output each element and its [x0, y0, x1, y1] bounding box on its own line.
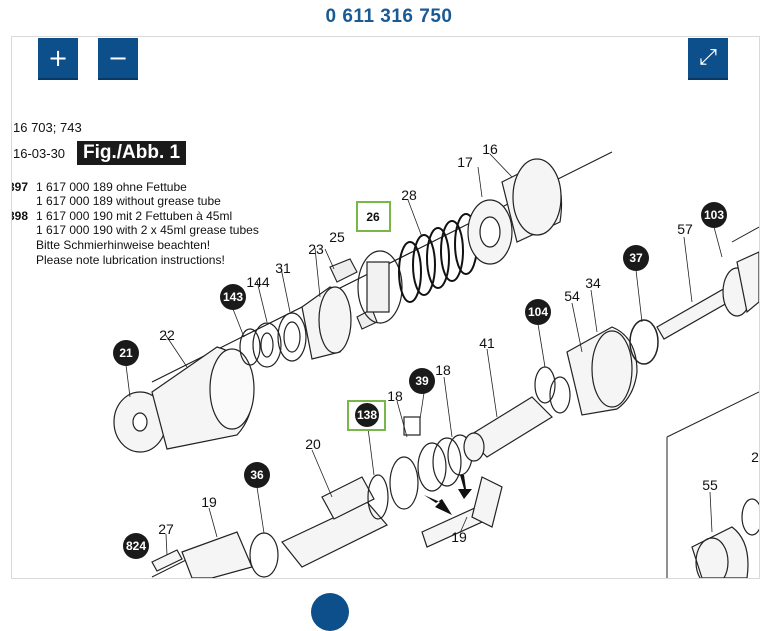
part-label: 41: [479, 335, 495, 351]
part-label: 31: [275, 260, 291, 276]
part-label-highlighted: 138: [357, 408, 377, 422]
part-label: 17: [457, 154, 473, 170]
bottom-action-button[interactable]: [311, 593, 349, 631]
part-label: 57: [677, 221, 693, 237]
page-title: 0 611 316 750: [325, 6, 453, 27]
part-marker: 103: [704, 208, 724, 222]
note-line: 1 617 000 190 mit 2 Fettuben à 45ml: [36, 209, 233, 223]
part-label: 19: [451, 529, 467, 545]
note-line: 1 617 000 189 ohne Fettube: [36, 180, 187, 194]
zoom-out-button[interactable]: −: [98, 38, 138, 78]
part-label: 2: [751, 449, 759, 465]
part-label: 54: [564, 288, 580, 304]
expand-icon: ⤢: [699, 45, 717, 70]
drawing-ref-line: 16 703; 743: [13, 120, 82, 135]
drawing-date: 16-03-30: [13, 146, 66, 161]
zoom-in-button[interactable]: +: [38, 38, 78, 78]
part-label: 55: [702, 477, 718, 493]
part-label: 25: [329, 229, 345, 245]
part-label: 34: [585, 275, 601, 291]
part-label: 18: [435, 362, 451, 378]
part-marker: 36: [250, 468, 264, 482]
note-ref: 398: [12, 209, 29, 223]
note-line: 1 617 000 189 without grease tube: [36, 194, 221, 208]
note-line: Please note lubrication instructions!: [36, 253, 225, 267]
part-marker: 104: [528, 305, 548, 319]
part-label: 16: [482, 141, 498, 157]
part-label: 19: [201, 494, 217, 510]
note-ref: 397: [12, 180, 29, 194]
note-line: 1 617 000 190 with 2 x 45ml grease tubes: [36, 223, 259, 237]
part-label: 27: [158, 521, 174, 537]
diagram-viewer[interactable]: 16 17 28 22 144 31 23 25 57 54 34 41 18 …: [11, 36, 760, 579]
figure-label: Fig./Abb. 1: [77, 141, 187, 165]
plus-icon: +: [47, 44, 69, 72]
note-line: Bitte Schmierhinweise beachten!: [36, 238, 211, 252]
exploded-parts-diagram: 16 17 28 22 144 31 23 25 57 54 34 41 18 …: [113, 141, 759, 578]
part-label: 23: [308, 241, 324, 257]
minus-icon: −: [107, 44, 129, 72]
part-label: 20: [305, 436, 321, 452]
part-marker: 21: [119, 346, 133, 360]
part-label: 22: [159, 327, 175, 343]
part-marker: 37: [629, 251, 643, 265]
fullscreen-button[interactable]: ⤢: [688, 38, 728, 78]
part-marker: 39: [415, 374, 429, 388]
part-label-highlighted: 26: [366, 210, 380, 224]
part-marker: 143: [223, 290, 243, 304]
part-label: 18: [387, 388, 403, 404]
part-label: 28: [401, 187, 417, 203]
part-label: 144: [246, 274, 270, 290]
part-marker: 824: [126, 539, 146, 553]
